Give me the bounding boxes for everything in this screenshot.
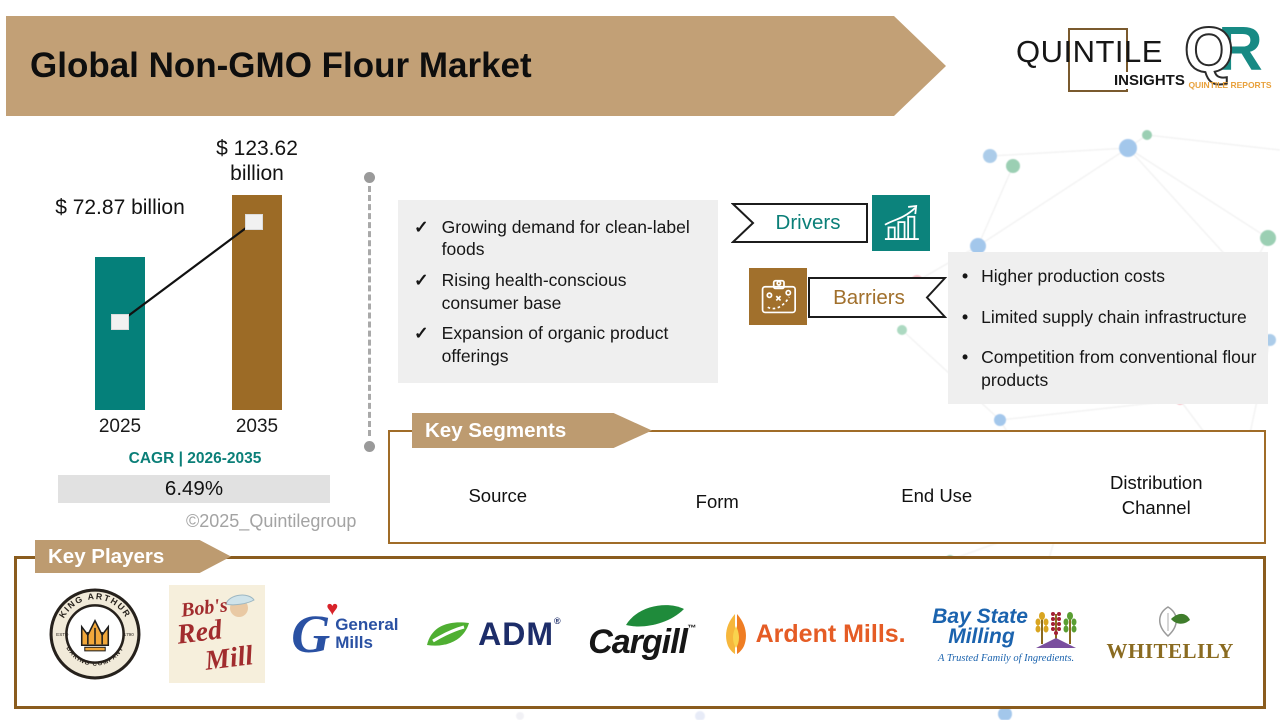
monogram-caption: QUINTILE REPORTS [1188, 80, 1271, 90]
segment-form: Form [695, 491, 739, 512]
key-segments-title: Key Segments [425, 418, 567, 442]
cargill-wordmark: Cargill™ [588, 622, 696, 661]
qr-monogram-logo: R Q QUINTILE REPORTS [1184, 13, 1272, 90]
adm-leaf-icon [427, 622, 470, 646]
drivers-ribbon-shape [730, 203, 868, 243]
barrier-text: Higher production costs [981, 266, 1165, 286]
logo-general-mills: G ♥ General Mills [291, 597, 399, 664]
connector-dashed-line [368, 186, 371, 436]
logo-ardent-mills: Ardent Mills. [722, 612, 906, 656]
page-title: Global Non-GMO Flour Market [30, 46, 532, 85]
heart-icon: ♥ [326, 597, 339, 620]
general-mills-wordmark: General Mills [335, 615, 399, 652]
king-arthur-year: 1790 [124, 632, 135, 637]
bullet-icon: • [962, 266, 969, 286]
barrier-item: • Limited supply chain infrastructure [962, 306, 1258, 328]
key-segments-box [388, 430, 1266, 544]
barriers-ribbon-shape [808, 277, 948, 318]
bullet-icon: • [962, 306, 969, 327]
drivers-icon-box [872, 195, 930, 251]
bay-state-wordmark: Bay State Milling [932, 605, 1028, 648]
quintile-insights-logo: QUINTILE INSIGHTS [1016, 28, 1187, 96]
marker-2035 [245, 214, 263, 230]
logo-wordmark-sub: INSIGHTS [1112, 72, 1187, 89]
barrier-item: • Competition from conventional flour pr… [962, 346, 1258, 391]
bobs-line3: Mill [202, 640, 255, 677]
key-players-logos: KING ARTHUR BAKING COMPANY ESTD 1790 Bob… [30, 574, 1252, 694]
logo-bobs-red-mill: Bob's Red Mill [168, 585, 265, 683]
adm-wordmark: ADM® [478, 615, 562, 652]
logo-king-arthur: KING ARTHUR BAKING COMPANY ESTD 1790 [48, 587, 142, 681]
barrier-text: Competition from conventional flour prod… [981, 347, 1257, 390]
barrier-item: • Higher production costs [962, 265, 1258, 287]
check-icon: ✓ [414, 323, 429, 344]
white-lily-wordmark: WHITELILY [1106, 638, 1234, 663]
driver-text: Growing demand for clean-label foods [441, 217, 690, 260]
cagr-value: 6.49% [58, 475, 330, 503]
logo-frame [1068, 28, 1128, 92]
trademark-icon: ™ [687, 622, 696, 633]
monogram-q: Q [1184, 14, 1234, 86]
logo-cargill: Cargill™ [588, 604, 696, 662]
key-players-banner: Key Players [35, 540, 231, 573]
ardent-flame-icon [725, 614, 746, 654]
check-icon: ✓ [414, 270, 429, 291]
barrier-text: Limited supply chain infrastructure [981, 306, 1247, 327]
bobs-miller-icon [224, 594, 255, 617]
cagr-label: CAGR | 2026-2035 [128, 450, 262, 467]
segment-source: Source [468, 485, 528, 506]
key-players-title: Key Players [48, 544, 165, 568]
logo-white-lily: WHITELILY [1107, 605, 1234, 664]
connector-dot-top [364, 172, 375, 183]
connector-dot-bottom [364, 441, 375, 452]
bar-2025 [95, 257, 145, 410]
growth-chart-icon [884, 205, 919, 240]
ardent-mills-wordmark: Ardent Mills. [755, 619, 906, 648]
dashed-connector [364, 172, 376, 452]
segment-columns: Source Form End Use Distribution Channel [388, 458, 1266, 534]
strategy-clipboard-icon [761, 279, 796, 313]
logo-adm: ADM® [425, 616, 562, 653]
barriers-title: Barriers [833, 285, 905, 309]
driver-text: Rising health-conscious consumer base [441, 270, 627, 313]
barriers-icon-box [749, 268, 807, 325]
value-label-2025: $ 72.87 billion [55, 196, 185, 219]
logo-wordmark: QUINTILE [1016, 34, 1163, 69]
copyright-watermark: ©2025_Quintilegroup [186, 511, 357, 531]
driver-item: ✓ Growing demand for clean-label foods [414, 216, 706, 261]
driver-item: ✓ Expansion of organic product offerings [414, 322, 706, 367]
key-segments-banner: Key Segments [412, 413, 652, 448]
lily-flower-icon [1159, 605, 1191, 637]
monogram-r: R [1218, 15, 1263, 84]
axis-label-2025: 2025 [98, 416, 142, 437]
marker-2025 [111, 314, 129, 330]
value-label-2035: $ 123.62 billion [216, 137, 298, 185]
cargill-leaf-icon [626, 604, 685, 626]
bay-state-tagline: A Trusted Family of Ingredients. [937, 653, 1075, 664]
wheat-stalks-icon [1035, 612, 1077, 648]
bullet-icon: • [962, 347, 969, 368]
king-arthur-estd: ESTD [56, 632, 69, 637]
check-icon: ✓ [414, 217, 429, 237]
axis-label-2035: 2035 [235, 416, 279, 437]
segment-distribution-channel: Distribution Channel [1109, 472, 1203, 518]
registered-icon: ® [553, 615, 562, 626]
barriers-panel: • Higher production costs • Limited supp… [948, 252, 1268, 404]
barriers-ribbon: Barriers [807, 276, 948, 319]
header-banner: Global Non-GMO Flour Market [6, 16, 946, 116]
king-arthur-badge-icon: KING ARTHUR BAKING COMPANY ESTD 1790 [49, 588, 141, 680]
general-mills-g-monogram: G ♥ [291, 597, 339, 664]
segment-end-use: End Use [901, 485, 973, 506]
drivers-panel: ✓ Growing demand for clean-label foods ✓… [398, 200, 718, 383]
drivers-title: Drivers [775, 211, 841, 234]
drivers-ribbon: Drivers [730, 202, 869, 244]
logo-bay-state-milling: Bay State Milling [932, 604, 1080, 664]
driver-text: Expansion of organic product offerings [441, 323, 669, 366]
driver-item: ✓ Rising health-conscious consumer base [414, 269, 706, 314]
